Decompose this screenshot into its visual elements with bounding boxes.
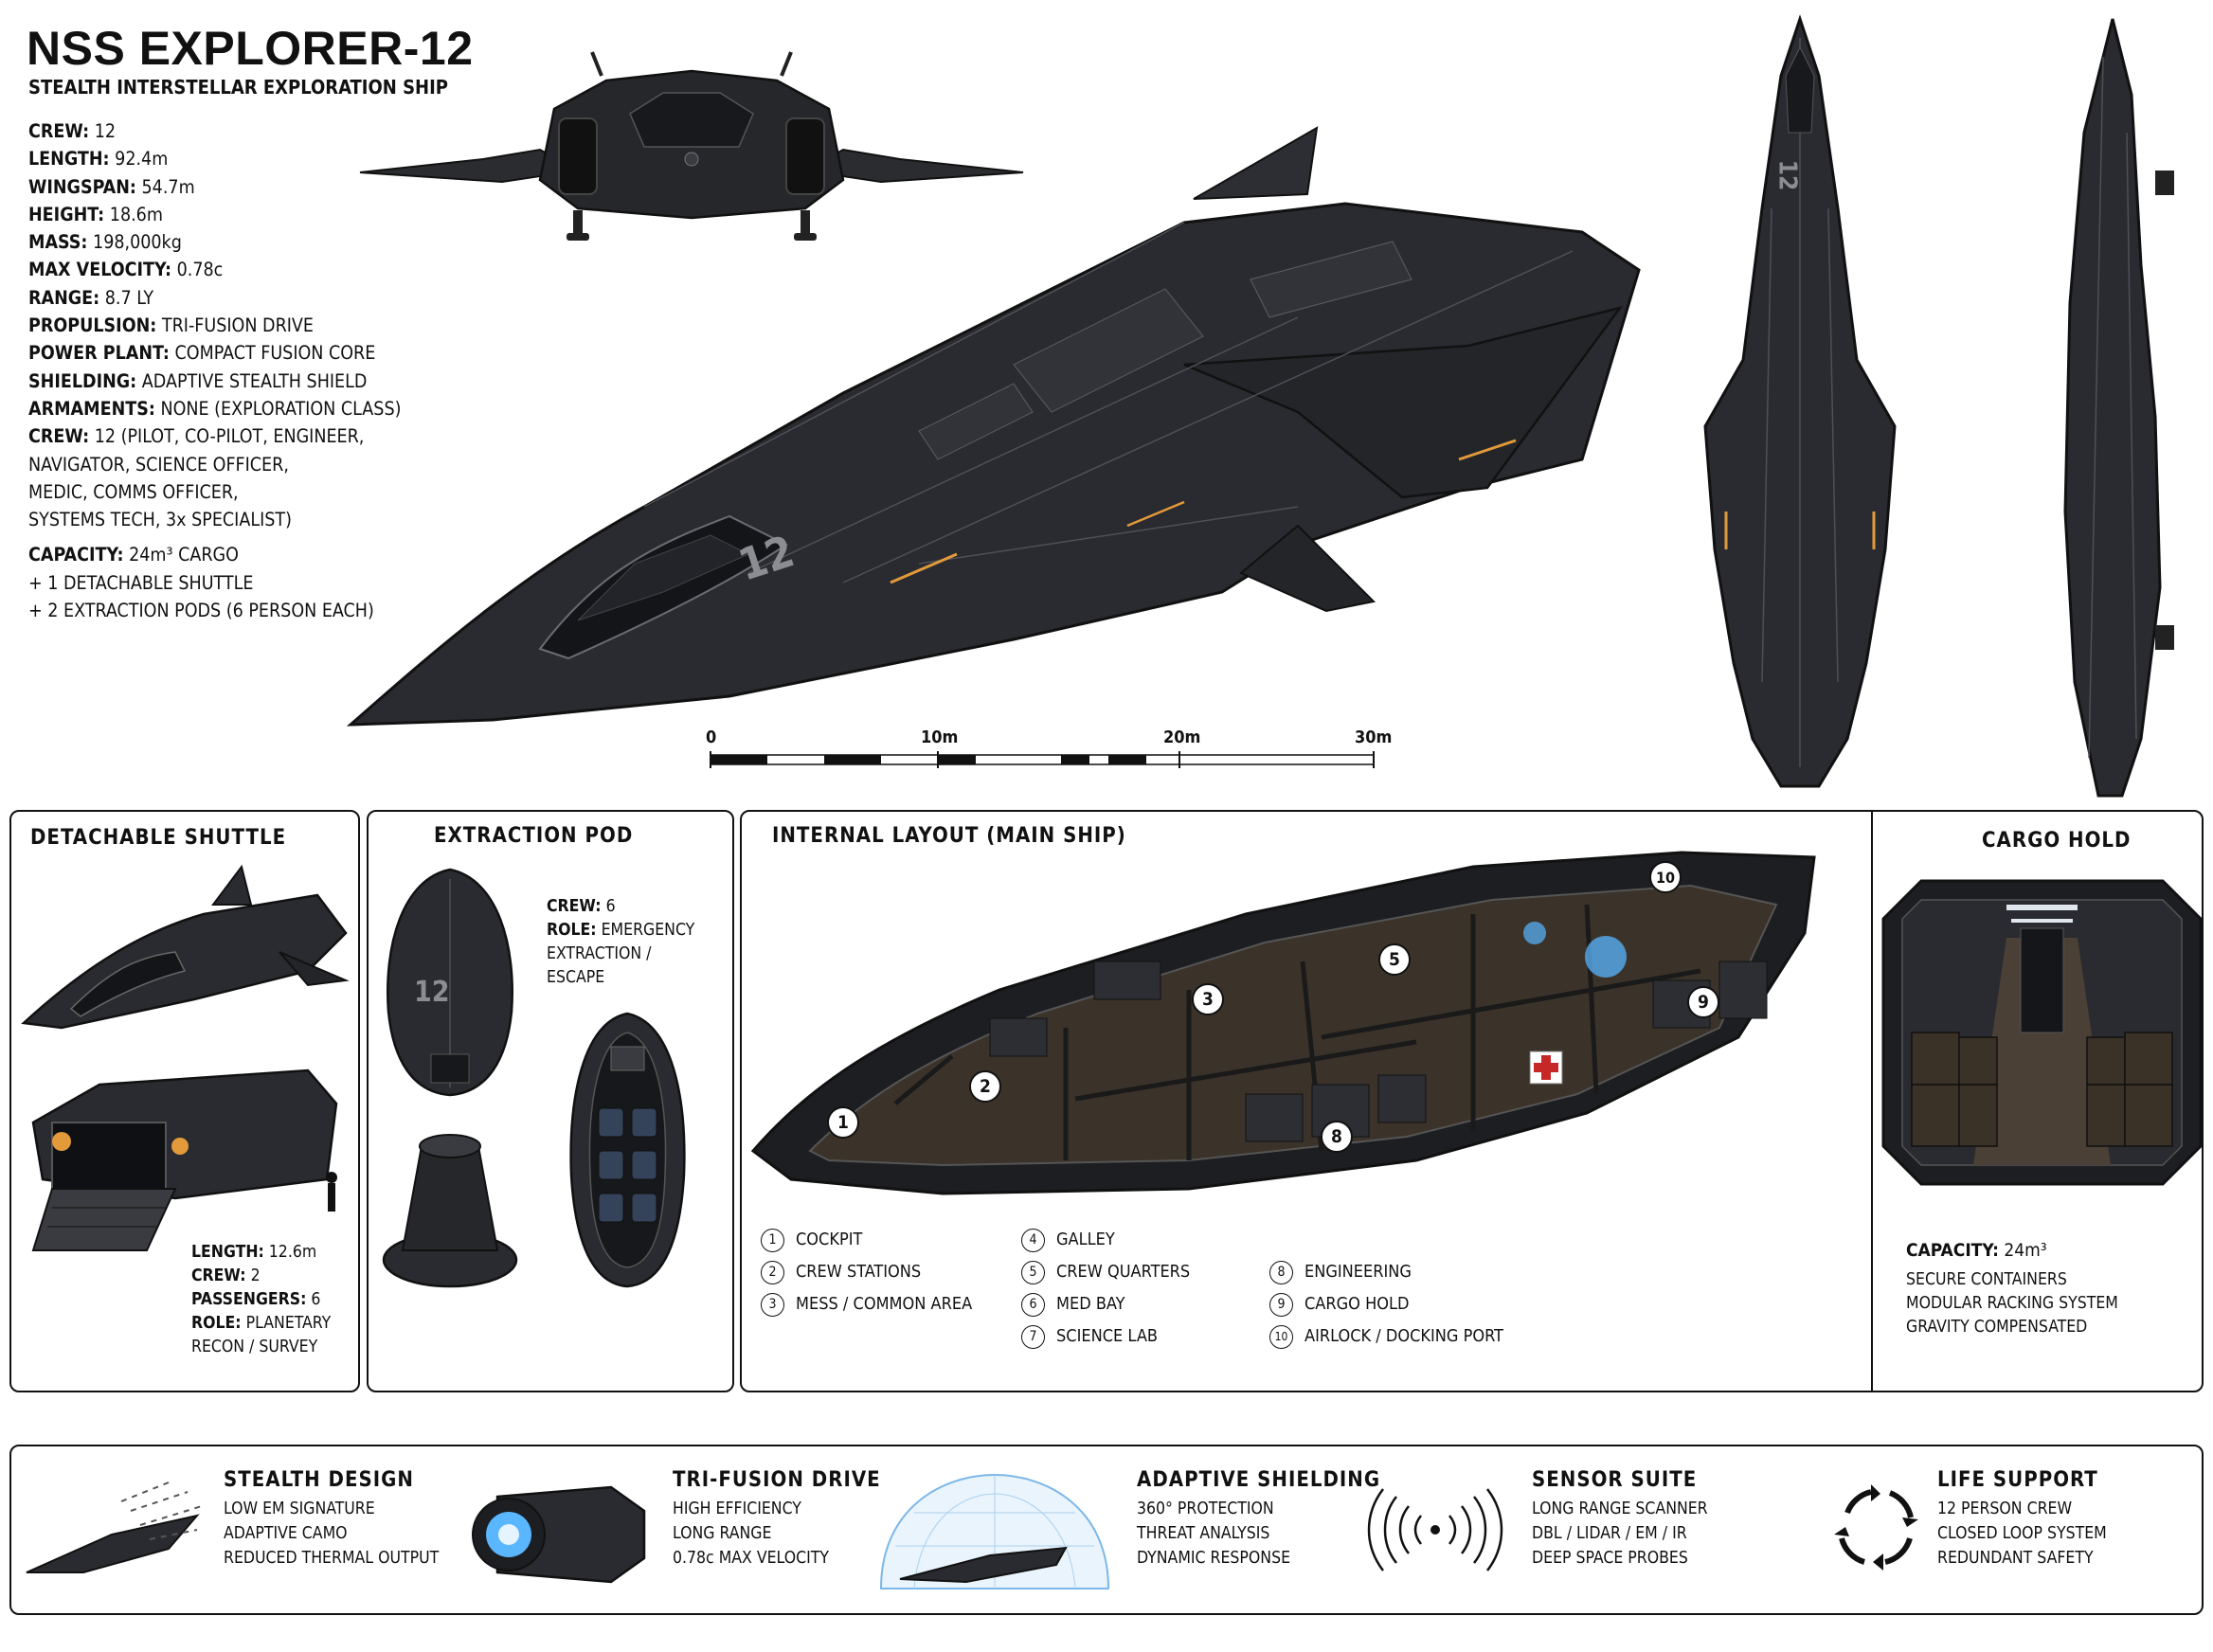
spec-row: SHIELDING: ADAPTIVE STEALTH SHIELD (28, 369, 368, 392)
feature-title: TRI-FUSION DRIVE (673, 1468, 881, 1492)
pod-specs: CREW: 6 ROLE: EMERGENCY EXTRACTION / ESC… (547, 897, 695, 987)
panel-divider (1871, 810, 1873, 1392)
pod-interior-illustration (569, 1012, 686, 1288)
spec-row: ARMAMENTS: NONE (EXPLORATION CLASS) (28, 397, 402, 420)
ship-front-view (359, 51, 1024, 241)
spec-row-crew: CREW: 12 (PILOT, CO-PILOT, ENGINEER, (28, 425, 365, 448)
spec-row: MASS: 198,000kg (28, 231, 182, 254)
shuttle-specs: LENGTH: 12.6m CREW: 2 PASSENGERS: 6 ROLE… (191, 1243, 332, 1356)
spec-row: RANGE: 8.7 LY (28, 286, 154, 309)
pod-title: EXTRACTION POD (434, 824, 634, 848)
shuttle-title: DETACHABLE SHUTTLE (30, 826, 287, 850)
cargo-specs: CAPACITY: 24m³ SECURE CONTAINERS MODULAR… (1906, 1240, 2118, 1337)
feature-title: SENSOR SUITE (1532, 1468, 1698, 1492)
spec-list: CREW: 12 LENGTH: 92.4m WINGSPAN: 54.7m H… (28, 117, 407, 624)
cutaway-tag: 1 (827, 1106, 859, 1139)
ship-side-view (2063, 18, 2174, 798)
internal-layout-title: INTERNAL LAYOUT (MAIN SHIP) (772, 824, 1126, 848)
spec-row: LENGTH: 92.4m (28, 148, 169, 171)
spec-row-crew-cont: MEDIC, COMMS OFFICER, (28, 480, 239, 503)
hull-number-top: 12 (1772, 159, 1802, 191)
recycle-loop-icon (1834, 1484, 1918, 1571)
pod-hull-number: 12 (414, 976, 450, 1009)
spec-row-capacity-cont: + 2 EXTRACTION PODS (6 PERSON EACH) (28, 600, 374, 622)
shuttle-flying-illustration (21, 864, 350, 1030)
feature-lines: HIGH EFFICIENCY LONG RANGE 0.78c MAX VEL… (673, 1499, 829, 1568)
spec-row: PROPULSION: TRI-FUSION DRIVE (28, 314, 315, 337)
spec-row-crew-cont: SYSTEMS TECH, 3x SPECIALIST) (28, 509, 292, 531)
feature-title: ADAPTIVE SHIELDING (1137, 1468, 1381, 1492)
cutaway-tag: 9 (1687, 986, 1719, 1018)
page-subtitle: STEALTH INTERSTELLAR EXPLORATION SHIP (28, 76, 448, 99)
engine-icon (472, 1485, 646, 1584)
ship-top-view (1703, 14, 1897, 788)
cargo-title: CARGO HOLD (1982, 829, 2132, 853)
pod-closed-illustration (387, 868, 513, 1097)
pod-base-illustration (382, 1134, 518, 1288)
cargo-hold-illustration (1881, 879, 2203, 1186)
scale-label: 10m (921, 727, 959, 747)
feature-lines: 360° PROTECTION THREAT ANALYSIS DYNAMIC … (1137, 1499, 1291, 1568)
cutaway-tag: 8 (1321, 1121, 1353, 1153)
ship-perspective-view (346, 126, 1641, 727)
spec-row: MAX VELOCITY: 0.78c (28, 259, 224, 281)
scale-label: 20m (1163, 727, 1201, 747)
internal-cutaway-illustration (750, 851, 1816, 1195)
feature-lines: 12 PERSON CREW CLOSED LOOP SYSTEM REDUND… (1937, 1499, 2107, 1568)
stealth-ship-icon (26, 1481, 203, 1573)
spec-row: HEIGHT: 18.6m (28, 203, 163, 225)
shuttle-docked-illustration (31, 1068, 338, 1251)
spec-row-capacity: CAPACITY: 24m³ CARGO (28, 544, 239, 566)
scale-label: 0 (706, 727, 717, 747)
cutaway-tag: 2 (969, 1070, 1001, 1103)
feature-lines: LONG RANGE SCANNER DBL / LIDAR / EM / IR… (1532, 1499, 1708, 1568)
spec-row: WINGSPAN: 54.7m (28, 175, 195, 198)
feature-title: LIFE SUPPORT (1937, 1468, 2098, 1492)
spec-row: CREW: 12 (28, 120, 117, 142)
feature-lines: LOW EM SIGNATURE ADAPTIVE CAMO REDUCED T… (224, 1499, 440, 1568)
spec-row-capacity-cont: + 1 DETACHABLE SHUTTLE (28, 571, 254, 594)
cutaway-tag: 10 (1649, 861, 1682, 893)
spec-row-crew-cont: NAVIGATOR, SCIENCE OFFICER, (28, 453, 289, 476)
page-title: NSS EXPLORER-12 (27, 22, 474, 75)
cutaway-tag: 5 (1378, 943, 1411, 976)
feature-title: STEALTH DESIGN (224, 1468, 414, 1492)
shield-dome-icon (879, 1473, 1110, 1589)
cutaway-tag: 3 (1192, 983, 1224, 1015)
sensor-waves-icon (1367, 1488, 1503, 1571)
spec-row: POWER PLANT: COMPACT FUSION CORE (28, 342, 376, 365)
scale-label: 30m (1355, 727, 1393, 747)
